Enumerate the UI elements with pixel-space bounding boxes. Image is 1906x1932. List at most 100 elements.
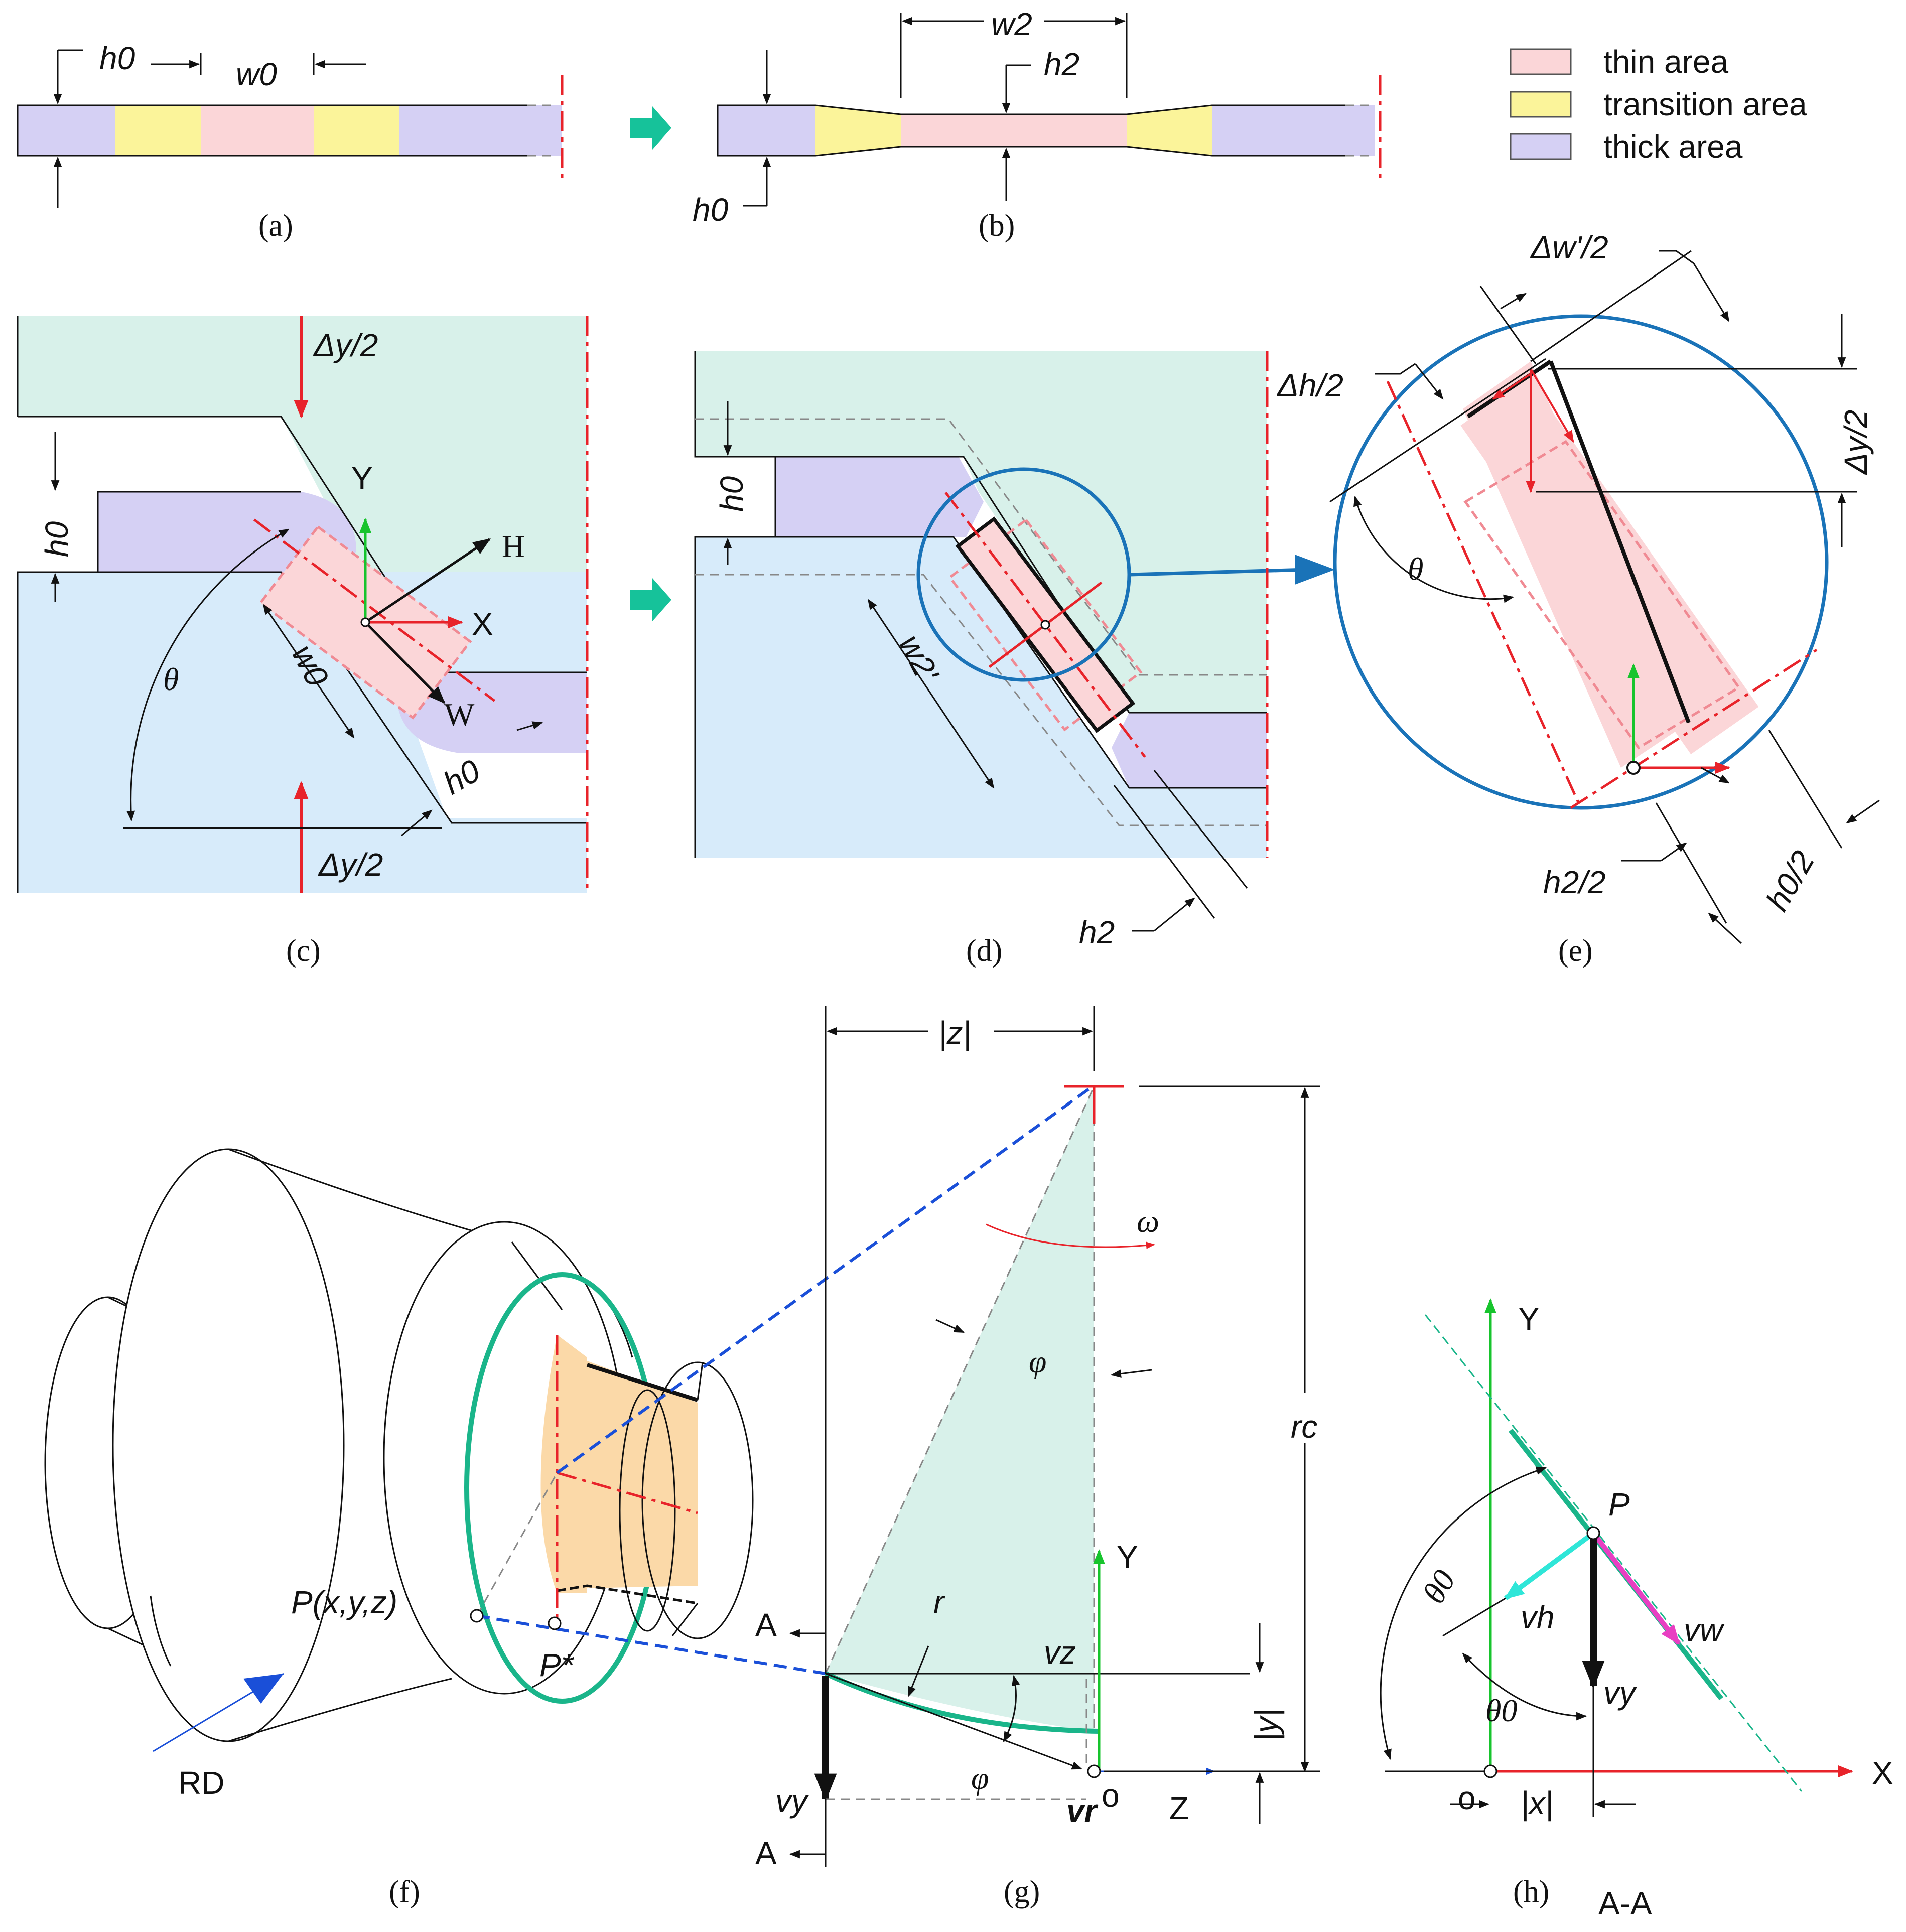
h-theta0-arc-b xyxy=(1462,1652,1587,1721)
label-f-P: P(x,y,z) xyxy=(291,1584,397,1620)
g-phi-arrow-left xyxy=(935,1319,965,1333)
legend-swatch-transition xyxy=(1510,91,1572,118)
label-d-h2: h2 xyxy=(1079,914,1115,950)
g-phi2-arc xyxy=(1003,1675,1020,1742)
label-g-rc: rc xyxy=(1291,1409,1317,1445)
h-vh-arrow xyxy=(1504,1531,1595,1601)
g-phi-arrow-right xyxy=(1110,1369,1152,1378)
e-dw-ext2 xyxy=(1530,250,1692,362)
f-grey-dash xyxy=(476,1472,558,1616)
label-c-X: X xyxy=(472,606,493,642)
f-collar-lines xyxy=(671,1362,704,1636)
e-zoom-circle xyxy=(1333,314,1829,810)
label-g-vr: vr xyxy=(1066,1792,1099,1829)
f-rd-arrowhead xyxy=(243,1674,284,1704)
h-vw-arrow xyxy=(1591,1531,1681,1645)
c-h-axis xyxy=(364,538,491,624)
label-g-z: |z| xyxy=(938,1015,971,1051)
e-ghost-block xyxy=(1463,440,1741,750)
e-origin xyxy=(1626,761,1641,775)
label-h-section: A-A xyxy=(1598,1885,1652,1921)
legend: thin area transition area thick area xyxy=(1510,44,1807,165)
label-g-omega: ω xyxy=(1137,1203,1159,1239)
g-sector-edge xyxy=(825,1086,1095,1674)
panel-a: h0 w0 (a) xyxy=(17,40,564,243)
strip-b-transition-left xyxy=(815,105,901,156)
label-c-W: W xyxy=(444,697,475,732)
label-w0: w0 xyxy=(236,56,277,92)
caption-b: (b) xyxy=(979,209,1015,243)
e-dw-arrow xyxy=(1693,263,1730,322)
strip-transition-left xyxy=(115,105,201,156)
c-origin xyxy=(360,617,370,627)
c-theta-arc xyxy=(126,528,290,822)
e-bottom-dashed xyxy=(1570,648,1818,809)
label-f-RD: RD xyxy=(178,1765,224,1801)
label-c-h0-left: h0 xyxy=(39,521,75,557)
label-h-x: |x| xyxy=(1521,1785,1553,1822)
label-h-theta0-a: θ0 xyxy=(1416,1564,1462,1609)
strip-thick-right xyxy=(399,105,562,156)
label-g-Y: Y xyxy=(1117,1539,1138,1575)
caption-g: (g) xyxy=(1004,1875,1040,1909)
f-pass-line1 xyxy=(511,1241,563,1310)
h-vh-ext xyxy=(1442,1597,1506,1637)
f-collar-bottom xyxy=(557,1584,698,1605)
f-horizontal-red xyxy=(557,1471,698,1514)
e-dw-arrow2 xyxy=(1500,293,1527,310)
e-h2-ext xyxy=(1655,802,1727,924)
e-h0-arrow2 xyxy=(1846,799,1880,824)
c-w0-dim xyxy=(262,604,355,739)
w2-label-bg xyxy=(984,5,1044,40)
strip-thin xyxy=(201,105,314,156)
label-g-vz: vz xyxy=(1044,1634,1076,1671)
f-roll-bottom xyxy=(228,1678,452,1742)
strip-b-break xyxy=(1345,104,1375,157)
f-blue-dash-upper xyxy=(556,1087,1090,1474)
panel-e: Δy/2 Δw'/2 Δh/2 θ h2/2 h0/2 (e) xyxy=(1276,229,1880,968)
thick-left-outline xyxy=(97,491,301,572)
panel-d: h0 w2' h2 (d) xyxy=(694,351,1335,968)
label-c-dy-top: Δy/2 xyxy=(313,327,378,363)
label-h-vw: vw xyxy=(1684,1612,1725,1648)
legend-swatch-thin xyxy=(1510,48,1572,75)
label-e-theta: θ xyxy=(1408,551,1423,587)
label-f-Pstar: P* xyxy=(539,1647,575,1683)
arrow-c-to-d xyxy=(630,578,671,621)
label-h-Y: Y xyxy=(1518,1301,1540,1337)
label-g-A-top: A xyxy=(755,1607,777,1643)
label-d-h0: h0 xyxy=(714,476,750,512)
panel-g: |z| ω φ rc r φ vy vz vr A A Y Z o xyxy=(755,1006,1325,1909)
f-collar-top xyxy=(586,1363,699,1402)
d-zoom-arrow xyxy=(1129,568,1308,577)
d-h2-line1 xyxy=(1113,785,1215,919)
label-g-vy: vy xyxy=(775,1782,809,1819)
d-h2-line2 xyxy=(1153,770,1248,889)
panel-c: Δy/2 Δy/2 h0 Y X H W θ w0 h0 (c) xyxy=(17,316,589,968)
e-block-solid-long xyxy=(1549,360,1691,724)
strip-b-thin xyxy=(901,114,1127,147)
label-c-theta: θ xyxy=(163,661,179,697)
e-h2-arrow2 xyxy=(1708,912,1742,944)
g-r-arrow xyxy=(907,1645,929,1697)
caption-h: (h) xyxy=(1513,1875,1549,1909)
label-h-vy: vy xyxy=(1603,1675,1638,1711)
label-h-X: X xyxy=(1872,1755,1893,1791)
g-green-arc xyxy=(824,1671,1100,1734)
label-g-Z: Z xyxy=(1169,1790,1189,1826)
legend-label-transition: transition area xyxy=(1603,86,1807,122)
caption-c: (c) xyxy=(286,934,321,968)
legend-label-thick: thick area xyxy=(1603,128,1743,165)
strip-outline xyxy=(17,104,527,157)
g-sector xyxy=(826,1086,1094,1731)
h-tangent-dash xyxy=(1424,1314,1803,1792)
label-g-r: r xyxy=(933,1584,945,1620)
panel-f: P(x,y,z) P* RD (f) xyxy=(44,1087,1090,1909)
e-h0-arrow xyxy=(1701,767,1730,784)
c-h0r-dim2 xyxy=(401,809,433,837)
d-ghost-lower xyxy=(695,574,1267,826)
c-w-axis xyxy=(364,621,446,704)
e-theta-arc xyxy=(1353,495,1515,603)
f-roll-shoulder xyxy=(150,1595,172,1667)
